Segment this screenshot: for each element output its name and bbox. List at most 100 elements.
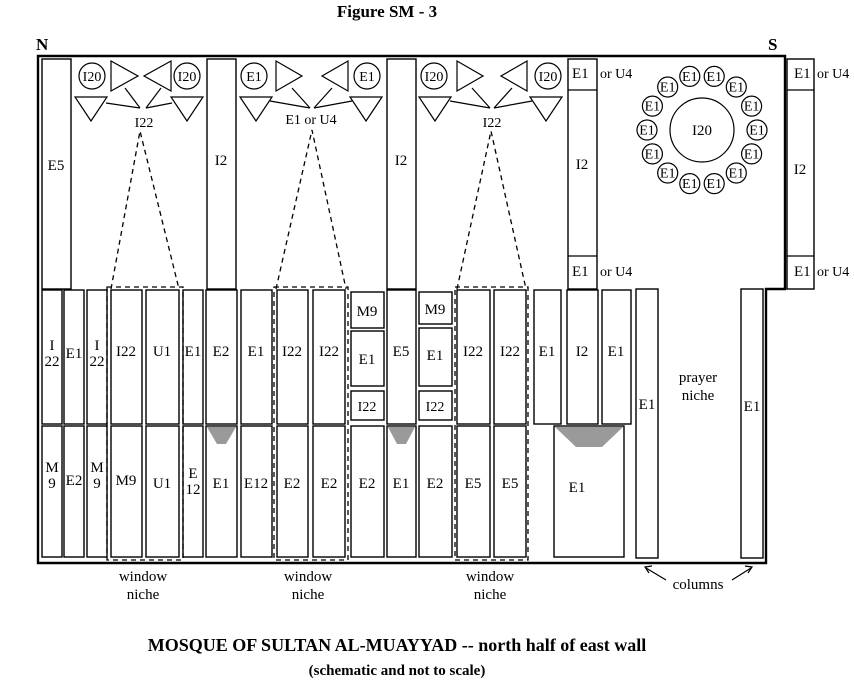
rosette-disc (657, 76, 679, 98)
south-top-suffix: or U4 (817, 67, 849, 82)
figure-label: Figure SM - 3 (337, 2, 437, 21)
rosette-disc (679, 65, 701, 88)
lower-panel-3-label-b: 22 (90, 354, 105, 370)
lower-panel-13b (418, 327, 453, 387)
lower-panel-5 (145, 289, 180, 425)
lower-panel-14 (456, 289, 491, 425)
medallion-group-3: I20 I20 I22 (417, 59, 564, 290)
lower-panel-13c-label: I22 (426, 400, 445, 415)
group1-right-disc-label: I20 (178, 70, 197, 85)
bottom-panel-1 (41, 425, 63, 558)
rosette-disc (703, 65, 725, 88)
rosette-disc-label: E1 (706, 177, 722, 192)
lower-panel-13b-label: E1 (427, 348, 444, 364)
rosette-disc-label: E1 (682, 177, 698, 192)
medallion-group-2: E1 E1 E1 or U4 (238, 59, 384, 290)
column-2-label: E1 (744, 399, 761, 415)
lower-panel-12-label: E5 (393, 344, 410, 360)
bottom-panel-14 (456, 425, 491, 558)
lower-panel-15-label: I22 (500, 344, 520, 360)
bottom-panel-14-label: E5 (465, 476, 482, 492)
rosette-center-label: I20 (692, 123, 712, 139)
lower-panel-11b (350, 330, 385, 387)
upper-pier-panel-1-label: I2 (215, 153, 228, 169)
bottom-panel-2-label: E2 (66, 473, 83, 489)
group3-left-disc-label: I20 (425, 70, 444, 85)
rosette-disc-label: E1 (660, 81, 676, 96)
lower-panel-15 (493, 289, 527, 425)
group2-left-disc-label: E1 (246, 70, 262, 85)
lower-panel-2-label: E1 (66, 346, 83, 362)
rosette-disc (636, 119, 658, 141)
rosette-disc-label: E1 (744, 147, 760, 162)
column-1-label: E1 (639, 397, 656, 413)
bottom-panel-15-label: E5 (502, 476, 519, 492)
bottom-panel-6-label-a: E (188, 466, 197, 482)
lower-panel-9 (276, 289, 309, 425)
upper-bay3-panel (567, 58, 598, 290)
wall-outline (36, 54, 787, 565)
rosette-disc-label: E1 (729, 167, 745, 182)
column-2 (740, 288, 764, 559)
bottom-panel-3 (86, 425, 108, 558)
south-bottom-label: E1 (794, 264, 811, 280)
rosette-disc-label: E1 (744, 100, 760, 115)
lower-panel-6-label: E1 (185, 344, 202, 360)
rosette-disc-label: E1 (639, 124, 655, 139)
window-niche-frame-2 (273, 286, 349, 561)
lower-panel-13a (418, 291, 453, 325)
lower-panel-17 (566, 289, 599, 425)
group1-caption: I22 (135, 116, 154, 131)
rosette-disc (703, 173, 725, 195)
bottom-panel-5-label: U1 (153, 476, 171, 492)
group2-right-disc-label: E1 (359, 70, 375, 85)
north-marker: N (36, 35, 49, 54)
column-1 (635, 288, 659, 559)
rosette-disc (641, 143, 664, 165)
bay3-bottom-suffix: or U4 (600, 265, 632, 280)
bay3-bottom-label: E1 (572, 264, 589, 280)
upper-north-panel (41, 58, 72, 290)
bottom-panel-7-arch (207, 427, 236, 444)
prayer-niche-label-line2: niche (682, 388, 715, 404)
columns-arrow-left (645, 567, 667, 581)
south-bottom-suffix: or U4 (817, 265, 849, 280)
upper-north-panel-label: E5 (48, 158, 65, 174)
bottom-panel-3-label-a: M (90, 460, 103, 476)
bottom-panel-4-label: M9 (116, 473, 137, 489)
lower-panel-9-label: I22 (282, 344, 302, 360)
lower-panel-7 (205, 289, 238, 425)
lower-panel-8 (240, 289, 273, 425)
lower-panel-7-label: E2 (213, 344, 230, 360)
lower-panel-11a (350, 291, 385, 329)
lower-panel-11a-label: M9 (357, 304, 378, 320)
group3-right-disc-label: I20 (539, 70, 558, 85)
bottom-panel-16 (553, 425, 625, 558)
bottom-panel-4 (110, 425, 143, 558)
medallion-group-1: I20 I20 I22 (73, 59, 205, 290)
upper-pier-panel-1 (206, 58, 237, 290)
lower-panel-18-label: E1 (608, 344, 625, 360)
lower-panel-3-label-a: I (95, 338, 100, 354)
bottom-panel-6-label-b: 12 (186, 482, 201, 498)
rosette-disc (740, 143, 763, 165)
window-niche-2-label-line1: window (284, 569, 333, 585)
south-top-label: E1 (794, 66, 811, 82)
lower-panel-16-label: E1 (539, 344, 556, 360)
group1-left-disc-label: I20 (83, 70, 102, 85)
rosette-disc-label: E1 (660, 167, 676, 182)
lower-panel-5-label: U1 (153, 344, 171, 360)
window-niche-frame-1 (106, 286, 184, 561)
lower-panel-17-label: I2 (576, 344, 589, 360)
upper-pier-panel-2 (386, 58, 417, 290)
lower-panel-3 (86, 289, 108, 425)
diagram-subtitle: (schematic and not to scale) (309, 663, 486, 679)
lower-panel-1 (41, 289, 63, 425)
lower-panel-18 (601, 289, 632, 425)
rosette-disc (641, 95, 664, 117)
rosette-disc (679, 173, 701, 195)
lower-panel-10 (312, 289, 346, 425)
window-niche-1-label-line2: niche (127, 587, 160, 603)
